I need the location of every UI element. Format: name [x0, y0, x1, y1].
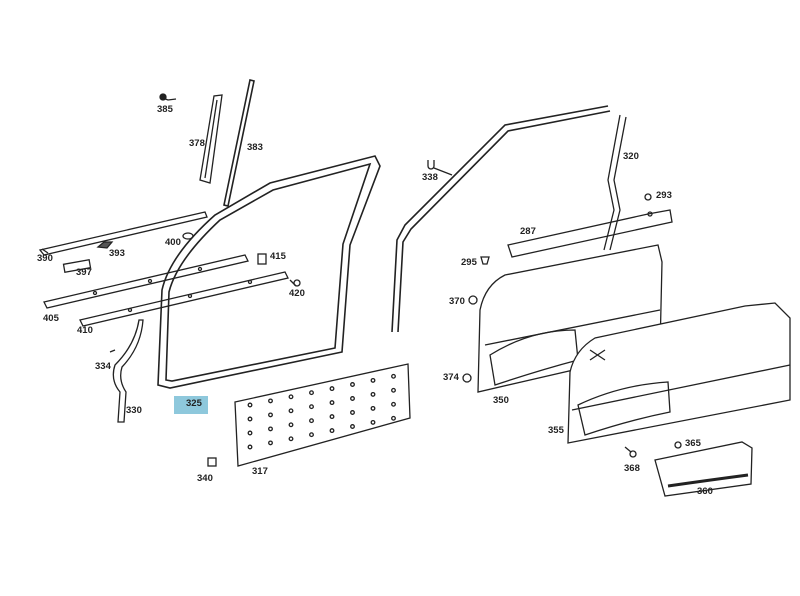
- clip-334[interactable]: [109, 349, 116, 353]
- label-383[interactable]: 383: [247, 142, 263, 153]
- panel-hole: [370, 377, 376, 383]
- panel-hole: [247, 444, 253, 450]
- guide-383[interactable]: [223, 79, 255, 207]
- panel-hole: [309, 404, 314, 410]
- clip-415[interactable]: [257, 253, 267, 265]
- label-355[interactable]: 355: [548, 425, 564, 436]
- panel-hole: [309, 432, 314, 438]
- trim-287[interactable]: [507, 209, 673, 258]
- guide-378[interactable]: [199, 94, 223, 184]
- label-370[interactable]: 370: [449, 296, 465, 307]
- panel-317-holes: [247, 373, 396, 450]
- panel-hole: [391, 387, 396, 393]
- label-410[interactable]: 410: [77, 325, 93, 336]
- clip-370[interactable]: [468, 295, 478, 305]
- panel-hole: [309, 390, 314, 396]
- panel-hole: [350, 424, 355, 429]
- label-368[interactable]: 368: [624, 463, 640, 474]
- label-390[interactable]: 390: [37, 253, 53, 264]
- label-420[interactable]: 420: [289, 288, 305, 299]
- door-seal-325[interactable]: [157, 155, 381, 389]
- label-365[interactable]: 365: [685, 438, 701, 449]
- panel-hole: [309, 418, 314, 424]
- label-415[interactable]: 415: [270, 251, 286, 262]
- panel-hole: [247, 430, 253, 436]
- label-317[interactable]: 317: [252, 466, 268, 477]
- panel-317[interactable]: [234, 363, 411, 467]
- panel-hole: [370, 391, 376, 397]
- panel-hole: [391, 401, 396, 407]
- label-338[interactable]: 338: [422, 172, 438, 183]
- panel-hole: [329, 400, 335, 406]
- screw-385[interactable]: [159, 93, 177, 101]
- panel-hole: [350, 396, 355, 401]
- panel-hole: [288, 436, 294, 442]
- panel-hole: [329, 414, 335, 420]
- panel-hole: [268, 426, 273, 432]
- panel-hole: [247, 416, 253, 422]
- seal-330[interactable]: [112, 319, 144, 423]
- panel-hole: [350, 410, 355, 415]
- strip-410[interactable]: [79, 271, 289, 327]
- door-panel-355[interactable]: [567, 302, 791, 444]
- panel-hole: [288, 394, 294, 400]
- label-400[interactable]: 400: [165, 237, 181, 248]
- panel-hole: [268, 440, 273, 446]
- label-374[interactable]: 374: [443, 372, 459, 383]
- label-293[interactable]: 293: [656, 190, 672, 201]
- panel-hole: [370, 405, 376, 411]
- seal-338[interactable]: [391, 105, 611, 333]
- molding-390[interactable]: [38, 211, 208, 256]
- clip-295[interactable]: [480, 256, 490, 265]
- panel-hole: [350, 382, 355, 387]
- panel-hole: [288, 408, 294, 414]
- label-385[interactable]: 385: [157, 104, 173, 115]
- channel-320[interactable]: [603, 114, 627, 251]
- panel-hole: [370, 419, 376, 425]
- clip-338[interactable]: [427, 160, 453, 176]
- panel-hole: [329, 428, 335, 434]
- label-350[interactable]: 350: [493, 395, 509, 406]
- clip-393[interactable]: [96, 241, 114, 249]
- panel-hole: [329, 386, 335, 392]
- nut-420[interactable]: [289, 279, 301, 287]
- label-295[interactable]: 295: [461, 257, 477, 268]
- label-397[interactable]: 397: [76, 267, 92, 278]
- panel-hole: [268, 412, 273, 418]
- panel-hole: [391, 373, 396, 379]
- clip-340[interactable]: [207, 457, 217, 467]
- cap-365[interactable]: [674, 441, 682, 449]
- label-340[interactable]: 340: [197, 473, 213, 484]
- label-287[interactable]: 287: [520, 226, 536, 237]
- handle-360[interactable]: [654, 441, 753, 497]
- label-330[interactable]: 330: [126, 405, 142, 416]
- label-405[interactable]: 405: [43, 313, 59, 324]
- label-325-selected[interactable]: 325: [174, 396, 208, 414]
- label-393[interactable]: 393: [109, 248, 125, 259]
- label-360[interactable]: 360: [697, 486, 713, 497]
- label-320[interactable]: 320: [623, 151, 639, 162]
- panel-hole: [288, 422, 294, 428]
- label-378[interactable]: 378: [189, 138, 205, 149]
- nut-293[interactable]: [644, 193, 652, 201]
- screw-368[interactable]: [624, 446, 637, 458]
- clip-397[interactable]: [62, 259, 92, 273]
- panel-hole: [268, 398, 273, 404]
- clip-374[interactable]: [462, 373, 472, 383]
- label-334[interactable]: 334: [95, 361, 111, 372]
- panel-hole: [247, 402, 253, 408]
- panel-hole: [391, 415, 396, 421]
